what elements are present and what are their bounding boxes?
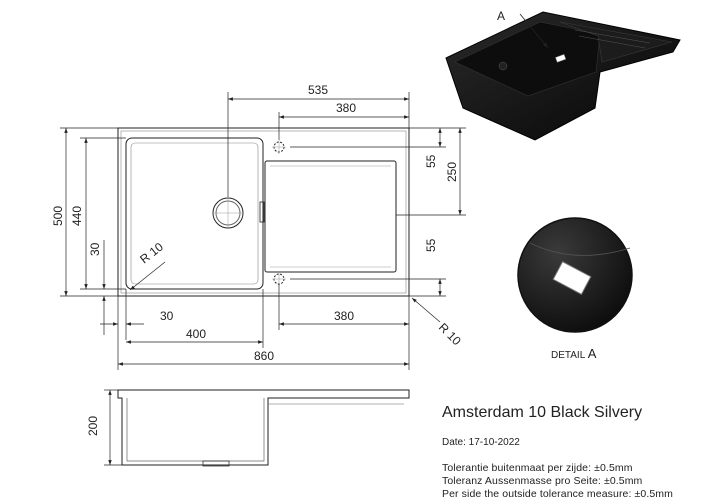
tolerance-line-en: Per side the outside tolerance measure: … bbox=[442, 488, 673, 500]
dimension-texts: 535 380 55 250 55 500 440 30 30 400 380 … bbox=[51, 83, 464, 436]
sink-outline-inner bbox=[120, 130, 407, 294]
detail-label-letter: A bbox=[587, 346, 597, 361]
tolerance-line-de: Toleranz Aussenmasse pro Seite: ±0.5mm bbox=[442, 475, 643, 487]
dim-30-bottom: 30 bbox=[160, 309, 174, 323]
bowl-outline bbox=[125, 137, 264, 290]
dim-440: 440 bbox=[70, 206, 84, 226]
dim-55-top: 55 bbox=[424, 154, 438, 168]
callout-a: A bbox=[497, 9, 505, 23]
dim-55-bottom: 55 bbox=[424, 238, 438, 252]
dim-860: 860 bbox=[254, 349, 274, 363]
drawing-title: Amsterdam 10 Black Silvery bbox=[442, 404, 643, 421]
detail-a-label: DETAIL A bbox=[551, 346, 596, 361]
detail-a-view bbox=[517, 217, 633, 333]
detail-slot bbox=[552, 260, 592, 296]
dim-380-top: 380 bbox=[336, 101, 356, 115]
dim-535: 535 bbox=[308, 83, 328, 97]
bowl-inner bbox=[130, 142, 259, 285]
dim-400: 400 bbox=[186, 327, 206, 341]
product-3d-view: A bbox=[445, 9, 681, 141]
dim-200: 200 bbox=[86, 416, 100, 436]
overflow-slot bbox=[259, 201, 265, 223]
dimension-lines bbox=[60, 92, 466, 370]
dim-380-bottom: 380 bbox=[334, 309, 354, 323]
dim-r10-inner: R 10 bbox=[137, 240, 166, 267]
drawing-date: Date: 17-10-2022 bbox=[442, 437, 520, 448]
drainer-outline bbox=[264, 160, 397, 273]
dim-30-left: 30 bbox=[88, 242, 102, 256]
detail-label-prefix: DETAIL bbox=[551, 350, 588, 361]
dim-r10-outer: R 10 bbox=[436, 320, 464, 348]
tolerance-line-nl: Tolerantie buitenmaat per zijde: ±0.5mm bbox=[442, 462, 633, 474]
dim-500: 500 bbox=[51, 206, 65, 226]
sink-outline bbox=[117, 127, 410, 297]
plan-view bbox=[117, 127, 410, 297]
dim-250: 250 bbox=[445, 162, 459, 182]
side-section-view bbox=[104, 389, 410, 467]
